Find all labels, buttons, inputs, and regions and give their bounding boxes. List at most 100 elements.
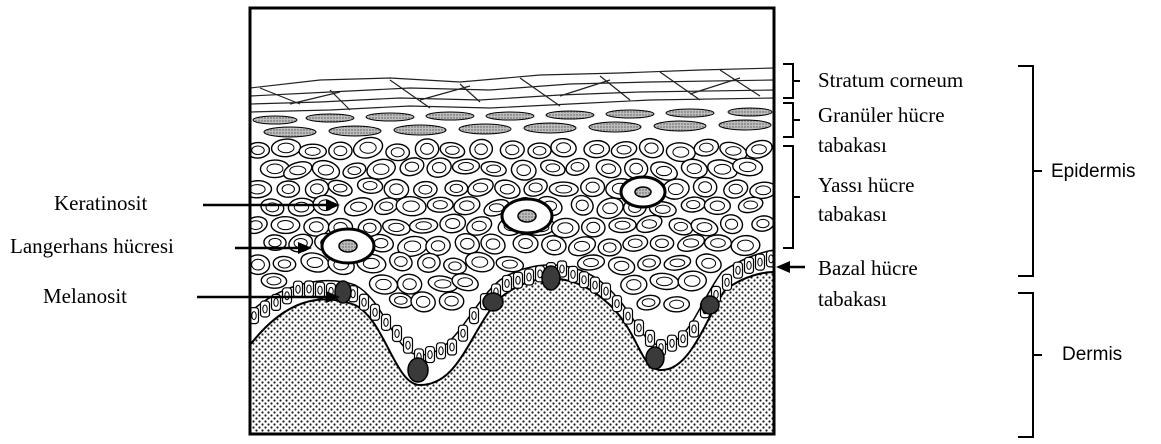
- basal-cell: [602, 283, 611, 299]
- keratinocyte-cell: [329, 142, 352, 160]
- basal-cell: [360, 294, 369, 310]
- bracket-yassi: [783, 146, 800, 248]
- keratinocyte-cell: [609, 217, 637, 233]
- skin-illustration: [243, 68, 778, 434]
- keratinocyte-cell: [341, 160, 367, 180]
- label-granuler-line1: Granüler hücre: [818, 103, 945, 127]
- keratinocyte-cell: [667, 216, 695, 238]
- basal-cell: [404, 337, 413, 353]
- keratinocyte-cell: [468, 138, 494, 161]
- label-yassi-line1: Yassı hücre: [818, 173, 914, 197]
- keratinocyte-cell: [273, 255, 297, 272]
- keratinocyte-cell: [693, 176, 718, 197]
- basal-cell: [261, 301, 270, 317]
- label-melanosit: Melanosit: [43, 284, 127, 308]
- keratinocyte-cell: [342, 195, 374, 219]
- basal-cell: [756, 254, 765, 270]
- keratinocyte-cell: [704, 197, 730, 215]
- keratinocyte-cell: [439, 292, 464, 310]
- keratinocyte-cell: [261, 273, 287, 289]
- keratinocyte-cell: [598, 239, 622, 257]
- keratinocyte-cell: [452, 158, 480, 174]
- basal-cell: [382, 314, 391, 330]
- keratinocyte-cell: [664, 297, 690, 312]
- keratinocyte-cell: [584, 140, 610, 158]
- label-epidermis: Epidermis: [1051, 161, 1135, 182]
- keratinocyte-cell: [409, 218, 438, 234]
- keratinocyte-cell: [243, 214, 269, 236]
- keratinocyte-cell: [636, 253, 662, 272]
- basal-cell: [624, 308, 633, 324]
- keratinocyte-cell: [607, 255, 636, 277]
- keratinocyte-cell: [368, 273, 398, 295]
- keratinocyte-cell: [281, 158, 314, 182]
- keratinocyte-cell: [259, 197, 285, 218]
- label-bazal-line2: tabakası: [818, 287, 887, 311]
- keratinocyte-cell: [493, 177, 522, 201]
- keratinocyte-cell: [637, 136, 665, 160]
- label-granuler-line2: tabakası: [818, 133, 887, 157]
- keratinocyte-cell: [395, 196, 426, 217]
- keratinocyte-cell: [550, 137, 577, 158]
- bracket-epidermis: [1018, 66, 1042, 276]
- keratinocyte-cell: [549, 182, 578, 197]
- basal-cell: [459, 325, 468, 341]
- basal-cell: [734, 262, 743, 278]
- basal-cell: [525, 269, 534, 285]
- label-keratinosit: Keratinosit: [54, 191, 147, 215]
- basal-cell: [514, 272, 523, 288]
- keratinocyte-cell: [413, 181, 437, 198]
- keratinocyte-cell: [649, 272, 680, 292]
- keratinocyte-cell: [693, 137, 720, 158]
- granular-layer: [253, 108, 772, 137]
- keratinocyte-cell: [326, 178, 354, 199]
- basal-cell: [723, 274, 732, 290]
- basal-cell: [294, 281, 303, 297]
- label-bazal-line1: Bazal hücre: [818, 256, 918, 280]
- keratinocyte-cell: [528, 143, 552, 159]
- keratinocyte-cell: [751, 214, 775, 232]
- basal-cell: [591, 277, 600, 293]
- keratinocyte-cell: [730, 235, 760, 257]
- keratinocyte-cell: [452, 195, 481, 217]
- basal-cell: [371, 304, 380, 320]
- basal-cell: [503, 275, 512, 291]
- keratinocyte-cell: [510, 159, 537, 182]
- keratinocyte-cell: [513, 234, 538, 253]
- keratinocyte-cell: [663, 253, 692, 272]
- keratinocyte-cell: [415, 139, 439, 160]
- basal-cell: [690, 321, 699, 337]
- keratinocyte-cell: [719, 212, 745, 235]
- basal-cell: [613, 296, 622, 312]
- keratinocyte-cell: [594, 157, 623, 181]
- bracket-dermis: [1018, 293, 1042, 437]
- basal-cell: [635, 320, 644, 336]
- keratinocyte-cell: [677, 270, 706, 291]
- basal-cell: [470, 308, 479, 324]
- bracket-granuler: [783, 103, 800, 137]
- basal-cell: [745, 257, 754, 273]
- keratinocyte-cell: [480, 160, 507, 178]
- keratinocyte-cell: [610, 140, 638, 160]
- keratinocyte-cell: [495, 255, 524, 274]
- keratinocyte-cell: [744, 138, 774, 162]
- keratinocyte-cell: [564, 156, 591, 179]
- keratinocyte-cell: [382, 218, 412, 237]
- stratum-corneum-layer: [250, 68, 774, 112]
- basal-cell: [426, 347, 435, 363]
- keratinocyte-cell: [722, 177, 750, 200]
- label-yassi-line2: tabakası: [818, 202, 887, 226]
- basal-cell: [646, 330, 655, 346]
- keratinocyte-cell: [466, 176, 496, 200]
- basal-cell: [668, 335, 677, 351]
- keratinocyte-cell: [581, 217, 605, 237]
- basal-cell: [448, 339, 457, 355]
- keratinocyte-cell: [288, 197, 316, 217]
- keratinocyte-cell: [442, 256, 467, 276]
- keratinocyte-cell: [439, 141, 466, 160]
- label-dermis: Dermis: [1062, 344, 1122, 365]
- bracket-stratum-corneum: [783, 64, 800, 98]
- keratinocyte-cell: [539, 158, 567, 178]
- keratinocyte-cell: [445, 181, 468, 196]
